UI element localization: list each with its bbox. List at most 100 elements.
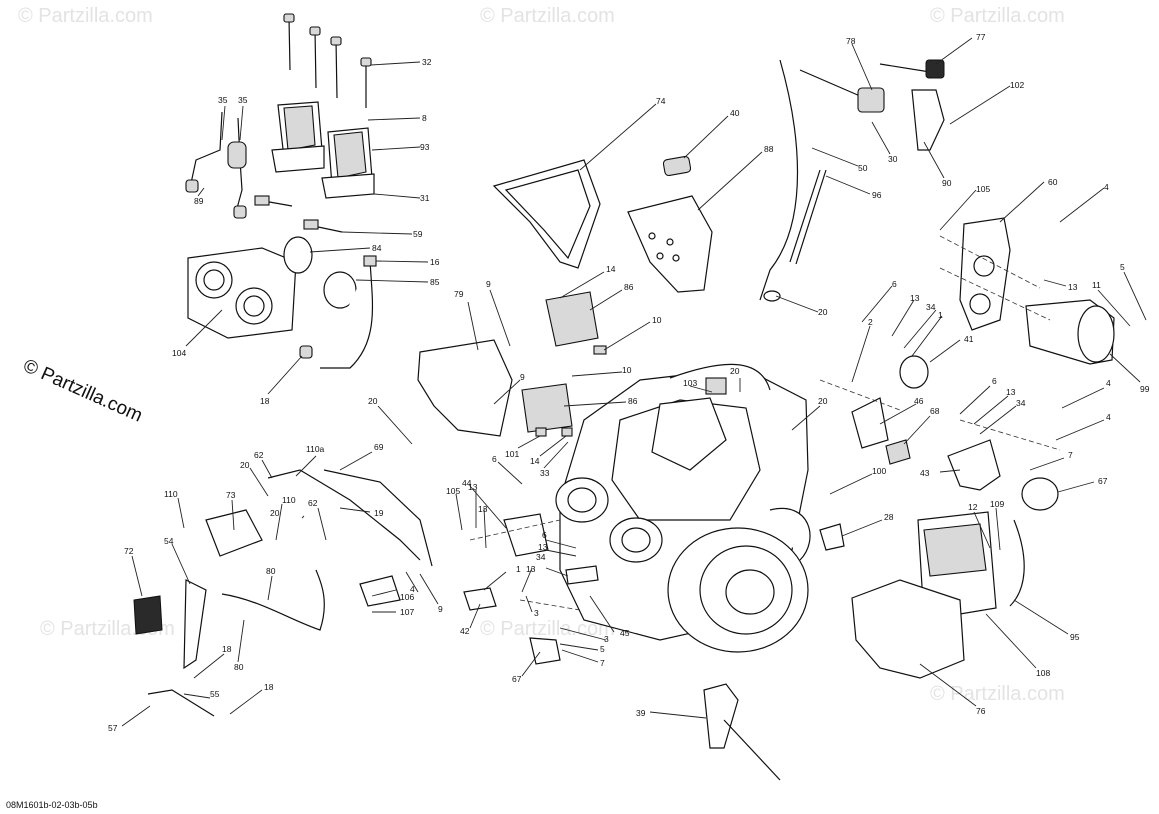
callout-108[interactable]: 108: [1036, 668, 1050, 678]
callout-79[interactable]: 79: [454, 289, 464, 299]
callout-95[interactable]: 95: [1070, 632, 1080, 642]
callout-102[interactable]: 102: [1010, 80, 1024, 90]
callout-35[interactable]: 35: [218, 95, 228, 105]
callout-20[interactable]: 20: [818, 307, 828, 317]
callout-55[interactable]: 55: [210, 689, 220, 699]
callout-28[interactable]: 28: [884, 512, 894, 522]
callout-18[interactable]: 18: [260, 396, 270, 406]
callout-7[interactable]: 7: [1068, 450, 1073, 460]
callout-20[interactable]: 20: [730, 366, 740, 376]
callout-105[interactable]: 105: [976, 184, 990, 194]
callout-88[interactable]: 88: [764, 144, 774, 154]
callout-11[interactable]: 11: [1092, 280, 1101, 290]
callout-86[interactable]: 86: [628, 396, 638, 406]
callout-1[interactable]: 1: [516, 564, 521, 574]
callout-84[interactable]: 84: [372, 243, 382, 253]
callout-13[interactable]: 13: [1068, 282, 1078, 292]
callout-62[interactable]: 62: [254, 450, 264, 460]
callout-110a[interactable]: 110a: [306, 444, 325, 454]
callout-4[interactable]: 4: [1104, 182, 1109, 192]
callout-20[interactable]: 20: [240, 460, 250, 470]
callout-8[interactable]: 8: [422, 113, 427, 123]
callout-41[interactable]: 41: [964, 334, 974, 344]
callout-100[interactable]: 100: [872, 466, 886, 476]
callout-54[interactable]: 54: [164, 536, 174, 546]
callout-13[interactable]: 13: [538, 542, 548, 552]
callout-93[interactable]: 93: [420, 142, 430, 152]
callout-5[interactable]: 5: [600, 644, 605, 654]
callout-13[interactable]: 13: [1006, 387, 1016, 397]
callout-4[interactable]: 4: [1106, 412, 1111, 422]
callout-6[interactable]: 6: [542, 530, 547, 540]
callout-16[interactable]: 16: [430, 257, 440, 267]
callout-3[interactable]: 3: [604, 634, 609, 644]
callout-7[interactable]: 7: [600, 658, 605, 668]
callout-109[interactable]: 109: [990, 499, 1004, 509]
callout-68[interactable]: 68: [930, 406, 940, 416]
callout-14[interactable]: 14: [530, 456, 540, 466]
callout-74[interactable]: 74: [656, 96, 666, 106]
callout-18[interactable]: 18: [264, 682, 274, 692]
callout-20[interactable]: 20: [270, 508, 280, 518]
callout-20[interactable]: 20: [818, 396, 828, 406]
callout-43[interactable]: 43: [920, 468, 930, 478]
callout-20[interactable]: 20: [368, 396, 378, 406]
callout-4[interactable]: 4: [1106, 378, 1111, 388]
callout-40[interactable]: 40: [730, 108, 740, 118]
callout-107[interactable]: 107: [400, 607, 414, 617]
callout-45[interactable]: 45: [620, 628, 630, 638]
callout-105[interactable]: 105: [446, 486, 460, 496]
callout-59[interactable]: 59: [413, 229, 423, 239]
callout-80[interactable]: 80: [266, 566, 276, 576]
callout-67[interactable]: 67: [512, 674, 522, 684]
callout-96[interactable]: 96: [872, 190, 882, 200]
callout-14[interactable]: 14: [606, 264, 616, 274]
callout-13[interactable]: 13: [526, 564, 536, 574]
callout-13[interactable]: 13: [910, 293, 920, 303]
callout-18[interactable]: 18: [222, 644, 232, 654]
callout-10[interactable]: 10: [622, 365, 632, 375]
callout-10[interactable]: 10: [652, 315, 662, 325]
callout-90[interactable]: 90: [942, 178, 952, 188]
callout-77[interactable]: 77: [976, 32, 986, 42]
callout-9[interactable]: 9: [520, 372, 525, 382]
callout-80[interactable]: 80: [234, 662, 244, 672]
callout-39[interactable]: 39: [636, 708, 646, 718]
callout-6[interactable]: 6: [492, 454, 497, 464]
callout-67[interactable]: 67: [1098, 476, 1108, 486]
callout-34[interactable]: 34: [1016, 398, 1026, 408]
callout-72[interactable]: 72: [124, 546, 134, 556]
callout-32[interactable]: 32: [422, 57, 432, 67]
callout-1[interactable]: 1: [938, 310, 943, 320]
callout-5[interactable]: 5: [1120, 262, 1125, 272]
callout-69[interactable]: 69: [374, 442, 384, 452]
callout-2[interactable]: 2: [868, 317, 873, 327]
callout-35[interactable]: 35: [238, 95, 248, 105]
callout-103[interactable]: 103: [683, 378, 697, 388]
callout-4[interactable]: 4: [410, 584, 415, 594]
callout-34[interactable]: 34: [536, 552, 546, 562]
callout-9[interactable]: 9: [438, 604, 443, 614]
callout-9[interactable]: 9: [486, 279, 491, 289]
callout-57[interactable]: 57: [108, 723, 118, 733]
callout-33[interactable]: 33: [540, 468, 550, 478]
callout-106[interactable]: 106: [400, 592, 414, 602]
callout-99[interactable]: 99: [1140, 384, 1150, 394]
callout-50[interactable]: 50: [858, 163, 868, 173]
callout-76[interactable]: 76: [976, 706, 986, 716]
callout-101[interactable]: 101: [505, 449, 519, 459]
callout-44[interactable]: 44: [462, 478, 472, 488]
callout-6[interactable]: 6: [992, 376, 997, 386]
callout-13[interactable]: 13: [478, 504, 488, 514]
callout-89[interactable]: 89: [194, 196, 204, 206]
callout-73[interactable]: 73: [226, 490, 236, 500]
callout-19[interactable]: 19: [374, 508, 384, 518]
callout-60[interactable]: 60: [1048, 177, 1058, 187]
callout-86[interactable]: 86: [624, 282, 634, 292]
callout-78[interactable]: 78: [846, 36, 856, 46]
callout-110[interactable]: 110: [164, 489, 178, 499]
callout-12[interactable]: 12: [968, 502, 978, 512]
callout-46[interactable]: 46: [914, 396, 924, 406]
callout-62[interactable]: 62: [308, 498, 318, 508]
callout-3[interactable]: 3: [534, 608, 539, 618]
